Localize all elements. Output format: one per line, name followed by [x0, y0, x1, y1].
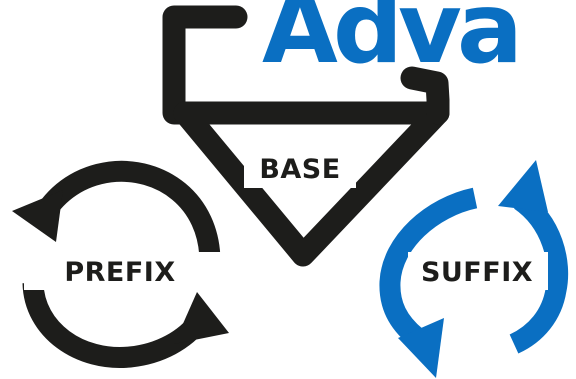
handlebar-stem: [162, 5, 248, 125]
prefix-arc-bottom: [22, 282, 209, 368]
base-label: BASE: [259, 154, 340, 185]
seat-post: [400, 66, 450, 125]
prefix-arrowhead-bottom: [174, 292, 229, 344]
title-text: Adva: [262, 0, 518, 86]
prefix-arc-top: [35, 160, 221, 263]
suffix-arrowhead-top: [498, 160, 548, 212]
suffix-arrowhead-bottom: [398, 318, 444, 378]
prefix-label: PREFIX: [64, 257, 175, 288]
counter-rotating-arrows-icon: [12, 160, 229, 368]
base-label-bg: [244, 148, 356, 188]
rotating-arrows-icon: [379, 160, 569, 378]
suffix-label: SUFFIX: [421, 257, 533, 288]
suffix-label-bg: [408, 252, 548, 290]
suffix-arc-right: [509, 191, 569, 354]
suffix-arc-left: [379, 187, 478, 346]
prefix-label-bg: [24, 252, 224, 290]
prefix-arrowhead-top: [12, 190, 63, 242]
